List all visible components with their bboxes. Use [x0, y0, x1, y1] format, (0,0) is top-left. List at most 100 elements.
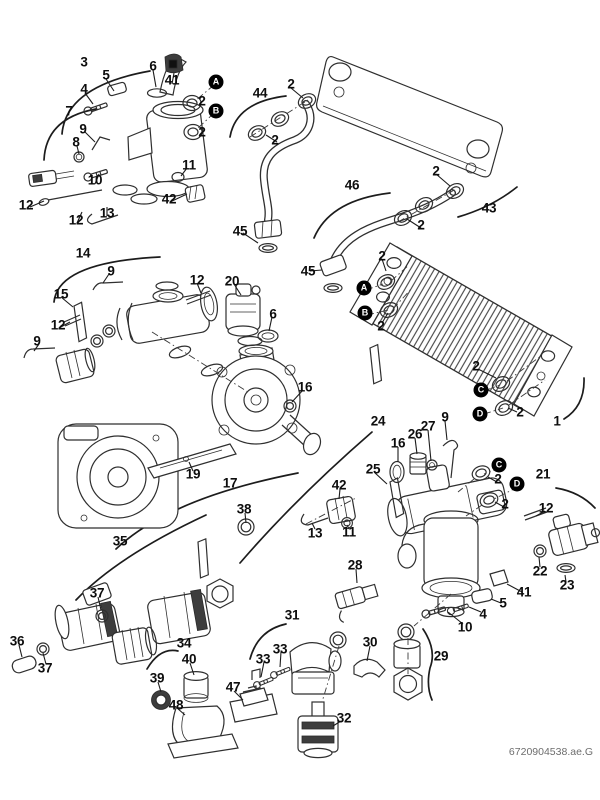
leader-line	[406, 218, 422, 229]
part-callout: 20	[224, 273, 240, 289]
part-callout: 34	[176, 635, 192, 651]
part-callout: 31	[284, 607, 300, 623]
ring-badge: A	[356, 280, 372, 296]
leader-line	[260, 661, 265, 678]
part-callout: 6	[149, 58, 157, 74]
top-left-valve-assembly	[28, 53, 208, 225]
cover-48	[167, 705, 239, 759]
leader-line	[346, 524, 350, 530]
leader-line	[338, 488, 341, 500]
leader-line	[157, 681, 162, 693]
part-callout: 26	[407, 426, 423, 442]
leader-line	[309, 269, 323, 272]
part-callout: 45	[300, 263, 316, 279]
leader-line	[381, 312, 389, 324]
group-brackets	[43, 70, 596, 701]
part-callout: 2	[198, 93, 206, 109]
pump-assembly	[57, 335, 322, 529]
part-callout: 44	[252, 85, 268, 101]
leader-line	[94, 173, 100, 185]
leader-line	[244, 512, 247, 524]
leader-line	[169, 193, 188, 203]
part-callout: 32	[336, 710, 352, 726]
clip-30	[353, 658, 386, 678]
hex-nut	[206, 578, 234, 609]
part-callout: 12	[18, 197, 34, 213]
leader-lines-layer	[18, 69, 567, 727]
oring-6	[257, 329, 279, 343]
part-callout: 24	[370, 413, 386, 429]
ring-badge: C	[491, 457, 507, 473]
leader-line	[535, 510, 546, 517]
part-callout: 2	[417, 217, 425, 233]
lever-9	[91, 136, 111, 151]
part-callout: 19	[185, 466, 201, 482]
washer-45b	[323, 283, 343, 293]
wire-13br	[300, 513, 329, 526]
leader-line	[105, 78, 115, 92]
cartridge-15	[55, 347, 96, 384]
leader-line	[152, 69, 157, 88]
pipe-44	[245, 90, 319, 253]
pin-36	[11, 655, 37, 674]
fitting-26	[409, 452, 427, 475]
part-callout: 41	[164, 72, 180, 88]
bushing-42	[184, 184, 206, 203]
part-callout: 9	[33, 333, 41, 349]
leader-line	[29, 200, 45, 208]
part-callout: 2	[472, 358, 480, 374]
grommet-2-pair	[182, 94, 203, 141]
actuator-motor-20	[225, 283, 261, 337]
part-callout: 48	[168, 697, 184, 713]
center-line	[305, 497, 357, 525]
ring-badge: B	[208, 103, 224, 119]
part-callout: 9	[79, 121, 87, 137]
part-callout: 2	[378, 248, 386, 264]
part-callout: 11	[342, 524, 356, 540]
part-callout: 37	[37, 660, 53, 676]
clip-41br	[489, 569, 509, 587]
leader-line	[42, 652, 47, 665]
oring-11	[171, 171, 185, 183]
mounting-plate-43	[315, 55, 504, 178]
t-clip	[251, 668, 261, 680]
ring-badge: A	[208, 74, 224, 90]
part-callout: 16	[390, 435, 406, 451]
part-callout: 2	[432, 163, 440, 179]
leader-line	[76, 211, 83, 224]
leader-line	[196, 282, 202, 294]
rod-9br	[442, 439, 459, 479]
pump-motor	[57, 423, 179, 529]
part-callout: 38	[236, 501, 252, 517]
part-callout: 21	[535, 466, 551, 482]
solenoid-32	[297, 701, 339, 759]
ribbed-nut-39	[151, 690, 171, 710]
part-callout: 37	[89, 585, 105, 601]
center-line	[249, 99, 309, 138]
part-callout: 7	[65, 103, 73, 119]
bottom-left-cluster	[11, 518, 278, 759]
part-callout: 40	[181, 651, 197, 667]
part-callout: 4	[479, 606, 487, 622]
leader-line	[76, 145, 80, 155]
leader-line	[311, 522, 316, 530]
part-callout: 12	[538, 500, 554, 516]
leader-line	[490, 598, 502, 604]
leader-line	[58, 321, 71, 329]
center-line	[506, 355, 542, 382]
center-line	[151, 331, 249, 393]
part-callout: 43	[481, 200, 497, 216]
pin-12-left	[63, 314, 82, 327]
leader-line	[97, 596, 102, 611]
washer-45	[258, 243, 278, 253]
part-callout: 6	[269, 306, 277, 322]
cartridge-21	[548, 513, 600, 556]
part-callout: 33	[255, 651, 271, 667]
part-callout: 9	[107, 263, 115, 279]
part-callout: 12	[50, 317, 66, 333]
part-callout: 8	[72, 134, 80, 150]
center-line	[457, 478, 475, 493]
valve-31	[289, 642, 342, 695]
leader-line	[18, 644, 23, 658]
electrode-plug-12	[28, 169, 75, 187]
